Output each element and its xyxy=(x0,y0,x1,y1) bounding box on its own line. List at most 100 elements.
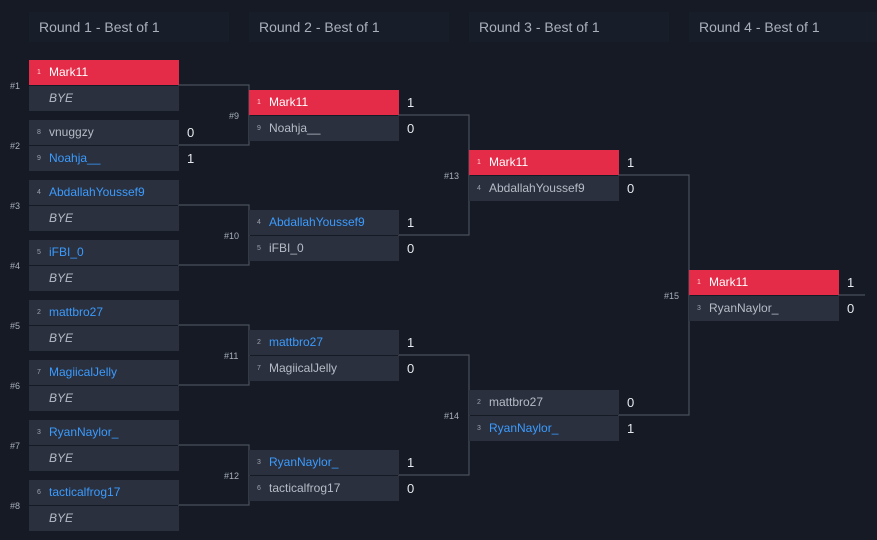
match-15-slot-a[interactable]: 1 Mark11 xyxy=(689,270,839,295)
seed: 1 xyxy=(257,99,261,106)
round-2-header: Round 2 - Best of 1 xyxy=(249,12,449,42)
match-number: #14 xyxy=(444,411,460,421)
seed: 5 xyxy=(37,249,41,256)
seed: 4 xyxy=(257,219,261,226)
match-number: #2 xyxy=(10,141,21,151)
player-name[interactable]: mattbro27 xyxy=(49,305,104,319)
match-number: #12 xyxy=(224,471,240,481)
match-10-slot-b[interactable]: 5 iFBI_0 xyxy=(249,236,399,261)
match-8-slot-a[interactable]: 6 tacticalfrog17 xyxy=(29,480,179,505)
match-7-slot-a[interactable]: 3 RyanNaylor_ xyxy=(29,420,179,445)
score: 0 xyxy=(407,361,415,376)
match-10-slot-a[interactable]: 4 AbdallahYoussef9 xyxy=(249,210,399,235)
player-name: mattbro27 xyxy=(489,395,544,409)
bye-label: BYE xyxy=(49,211,74,225)
match-15-slot-b[interactable]: 3 RyanNaylor_ xyxy=(689,296,839,321)
seed: 3 xyxy=(697,305,701,312)
match-3-slot-a[interactable]: 4 AbdallahYoussef9 xyxy=(29,180,179,205)
connector-m3-m4 xyxy=(178,204,250,266)
match-number: #13 xyxy=(444,171,460,181)
round-4-header: Round 4 - Best of 1 xyxy=(689,12,877,42)
seed: 3 xyxy=(37,429,41,436)
seed: 2 xyxy=(257,339,261,346)
player-name: AbdallahYoussef9 xyxy=(489,181,585,195)
round-1-header: Round 1 - Best of 1 xyxy=(29,12,229,42)
seed: 9 xyxy=(37,155,41,162)
seed: 1 xyxy=(697,279,701,286)
match-12-slot-a[interactable]: 3 RyanNaylor_ xyxy=(249,450,399,475)
match-number: #6 xyxy=(10,381,21,391)
round-3-header: Round 3 - Best of 1 xyxy=(469,12,669,42)
player-name[interactable]: iFBI_0 xyxy=(49,245,84,259)
player-name: Noahja__ xyxy=(269,121,321,135)
player-name[interactable]: MagiicalJelly xyxy=(49,365,118,379)
match-11-slot-a[interactable]: 2 mattbro27 xyxy=(249,330,399,355)
match-14-slot-a[interactable]: 2 mattbro27 xyxy=(469,390,619,415)
match-9-slot-a[interactable]: 1 Mark11 xyxy=(249,90,399,115)
seed: 6 xyxy=(37,489,41,496)
player-name[interactable]: RyanNaylor_ xyxy=(269,455,339,469)
player-name: Mark11 xyxy=(49,65,89,79)
player-name: Mark11 xyxy=(269,95,309,109)
score: 1 xyxy=(627,421,635,436)
match-number: #9 xyxy=(229,111,240,121)
match-2-slot-a[interactable]: 8 vnuggzy xyxy=(29,120,179,145)
connector-m1-m2 xyxy=(178,84,250,146)
seed: 4 xyxy=(37,189,41,196)
seed: 4 xyxy=(477,185,481,192)
bye-label: BYE xyxy=(49,91,74,105)
score: 1 xyxy=(187,151,195,166)
match-5-slot-b: BYE xyxy=(29,326,179,351)
match-number: #15 xyxy=(664,291,680,301)
player-name[interactable]: RyanNaylor_ xyxy=(489,421,559,435)
score: 0 xyxy=(627,395,635,410)
match-4-slot-b: BYE xyxy=(29,266,179,291)
match-number: #10 xyxy=(224,231,240,241)
player-name: MagiicalJelly xyxy=(269,361,338,375)
seed: 1 xyxy=(477,159,481,166)
score: 1 xyxy=(407,335,415,350)
match-13-slot-b[interactable]: 4 AbdallahYoussef9 xyxy=(469,176,619,201)
match-14-slot-b[interactable]: 3 RyanNaylor_ xyxy=(469,416,619,441)
seed: 3 xyxy=(477,425,481,432)
score: 0 xyxy=(407,241,415,256)
player-name: Mark11 xyxy=(489,155,529,169)
player-name[interactable]: tacticalfrog17 xyxy=(49,485,121,499)
match-2-slot-b[interactable]: 9 Noahja__ xyxy=(29,146,179,171)
match-1-slot-a[interactable]: 1 Mark11 xyxy=(29,60,179,85)
score: 0 xyxy=(627,181,635,196)
match-5-slot-a[interactable]: 2 mattbro27 xyxy=(29,300,179,325)
match-number: #8 xyxy=(10,501,21,511)
seed: 5 xyxy=(257,245,261,252)
score: 0 xyxy=(187,125,195,140)
bye-label: BYE xyxy=(49,271,74,285)
match-7-slot-b: BYE xyxy=(29,446,179,471)
player-name: RyanNaylor_ xyxy=(709,301,779,315)
score: 1 xyxy=(407,95,415,110)
seed: 2 xyxy=(477,399,481,406)
player-name[interactable]: RyanNaylor_ xyxy=(49,425,119,439)
match-6-slot-a[interactable]: 7 MagiicalJelly xyxy=(29,360,179,385)
connector-m7-m8 xyxy=(178,444,250,506)
match-number: #4 xyxy=(10,261,21,271)
seed: 1 xyxy=(37,69,41,76)
player-name[interactable]: AbdallahYoussef9 xyxy=(269,215,365,229)
match-4-slot-a[interactable]: 5 iFBI_0 xyxy=(29,240,179,265)
score: 1 xyxy=(407,215,415,230)
player-name: Mark11 xyxy=(709,275,749,289)
match-12-slot-b[interactable]: 6 tacticalfrog17 xyxy=(249,476,399,501)
player-name[interactable]: AbdallahYoussef9 xyxy=(49,185,145,199)
match-number: #7 xyxy=(10,441,21,451)
bye-label: BYE xyxy=(49,511,74,525)
match-11-slot-b[interactable]: 7 MagiicalJelly xyxy=(249,356,399,381)
player-name[interactable]: mattbro27 xyxy=(269,335,324,349)
match-9-slot-b[interactable]: 9 Noahja__ xyxy=(249,116,399,141)
seed: 3 xyxy=(257,459,261,466)
match-number: #5 xyxy=(10,321,21,331)
match-13-slot-a[interactable]: 1 Mark11 xyxy=(469,150,619,175)
bye-label: BYE xyxy=(49,451,74,465)
connector-m13-m14 xyxy=(618,174,690,416)
match-3-slot-b: BYE xyxy=(29,206,179,231)
player-name[interactable]: Noahja__ xyxy=(49,151,101,165)
